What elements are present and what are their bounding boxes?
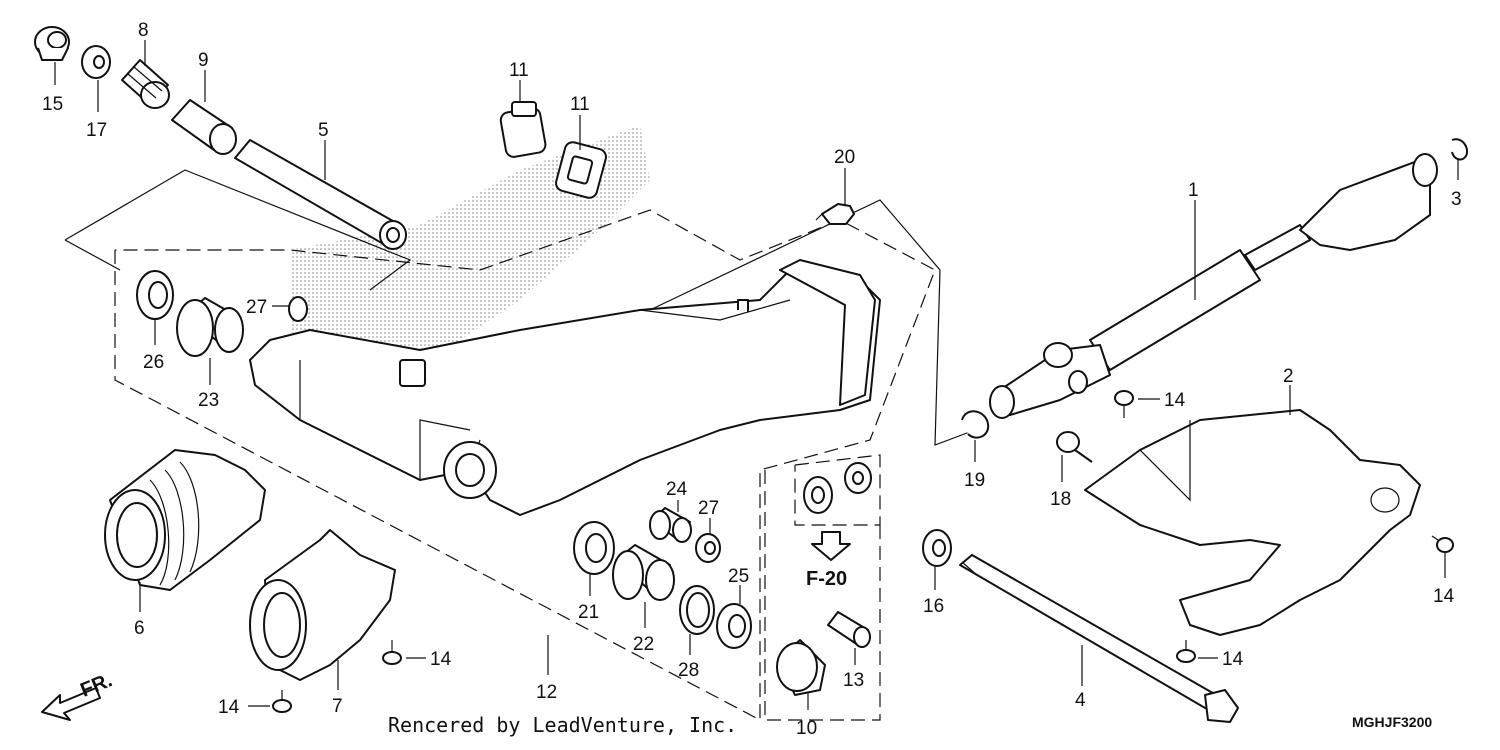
callout-24: 24 xyxy=(666,479,688,500)
callout-16: 16 xyxy=(923,596,944,617)
callout-19: 19 xyxy=(964,470,985,491)
part-2-cover xyxy=(1084,409,1421,636)
part-4-axle xyxy=(959,554,1239,723)
callout-4: 4 xyxy=(1075,690,1086,711)
part-5-pivot-pipe xyxy=(234,139,407,250)
guide-line-upper xyxy=(64,169,412,291)
callout-15: 15 xyxy=(42,94,63,115)
part-14-bolt-duct-a xyxy=(382,640,402,665)
callout-21: 21 xyxy=(578,602,599,623)
assembly-frame-12 xyxy=(114,209,936,721)
part-27-cap-a xyxy=(288,296,308,322)
part-8-collar xyxy=(121,59,170,109)
reference-label: F-20 xyxy=(806,568,847,590)
assembly-frame-bearing xyxy=(764,470,881,721)
callout-9: 9 xyxy=(198,50,209,71)
callout-10: 10 xyxy=(796,718,817,739)
callout-1: 1 xyxy=(1188,180,1199,201)
callout-6: 6 xyxy=(134,618,145,639)
part-23-bearing xyxy=(176,297,244,357)
leader-lines xyxy=(54,40,1459,710)
part-14-bolt-top xyxy=(1114,390,1134,418)
diagram-code: MGHJF3200 xyxy=(1352,714,1432,730)
part-28-circlip xyxy=(679,585,715,635)
part-14-bolt-duct-b xyxy=(272,690,292,713)
stipple-shading xyxy=(290,125,650,390)
part-7-duct xyxy=(249,529,396,681)
part-21-bearing xyxy=(573,521,615,575)
part-24-collar xyxy=(649,507,692,543)
part-6-boot xyxy=(104,449,266,591)
part-14-bolt-right xyxy=(1431,535,1454,553)
callout-25: 25 xyxy=(728,566,749,587)
callout-labels: 15 17 8 9 5 11 11 20 1 3 26 23 27 14 2 1… xyxy=(42,20,1462,739)
callout-2: 2 xyxy=(1283,366,1294,387)
part-14-bolt-lower xyxy=(1176,640,1196,663)
callout-14c: 14 xyxy=(430,649,452,670)
callout-12: 12 xyxy=(536,682,557,703)
front-arrow xyxy=(41,687,101,721)
callout-8: 8 xyxy=(138,20,149,41)
part-1-drive-shaft xyxy=(989,153,1438,419)
part-15-cap-nut xyxy=(34,26,70,61)
callout-3: 3 xyxy=(1451,189,1462,210)
part-9-sleeve xyxy=(171,99,237,155)
callout-14a: 14 xyxy=(1164,390,1186,411)
part-3-circlip xyxy=(1451,138,1468,161)
part-17-washer xyxy=(81,45,111,79)
front-label: FR. xyxy=(77,669,115,701)
callout-28: 28 xyxy=(678,660,699,681)
callout-20: 20 xyxy=(834,147,855,168)
reference-box-f20 xyxy=(794,454,881,526)
callout-17: 17 xyxy=(86,120,107,141)
callout-27a: 27 xyxy=(246,297,267,318)
part-22-bearing xyxy=(612,544,675,601)
callout-14b: 14 xyxy=(1433,586,1455,607)
part-20-bolt xyxy=(815,203,855,225)
callout-14d: 14 xyxy=(218,697,240,718)
callout-14e: 14 xyxy=(1222,649,1244,670)
callout-11b: 11 xyxy=(570,94,590,115)
callout-26: 26 xyxy=(143,352,164,373)
callout-27b: 27 xyxy=(698,498,719,519)
credit-text: Rencered by LeadVenture, Inc. xyxy=(388,713,737,737)
guide-line-box xyxy=(64,239,121,271)
part-12-swingarm xyxy=(249,259,881,516)
callout-7: 7 xyxy=(332,696,343,717)
guide-line-right xyxy=(649,199,976,446)
callout-18: 18 xyxy=(1050,489,1071,510)
part-26-oil-seal xyxy=(136,270,174,320)
ref-f20-arrow xyxy=(811,531,851,561)
part-18-bolt xyxy=(1056,431,1093,463)
callout-23: 23 xyxy=(198,390,219,411)
callout-13: 13 xyxy=(843,670,864,691)
part-25-seal xyxy=(716,603,752,649)
part-10-bushing xyxy=(776,639,826,696)
callout-5: 5 xyxy=(318,120,329,141)
ref-f20-parts xyxy=(803,462,872,514)
part-16-washer xyxy=(922,529,952,567)
part-11-rubber-block-b xyxy=(555,141,607,199)
callout-22: 22 xyxy=(633,634,654,655)
part-13-collar xyxy=(827,611,871,648)
part-19-clip xyxy=(961,410,990,439)
part-11-rubber-block-a xyxy=(499,101,547,158)
callout-11a: 11 xyxy=(509,60,529,81)
part-27-cap-b xyxy=(695,533,721,563)
